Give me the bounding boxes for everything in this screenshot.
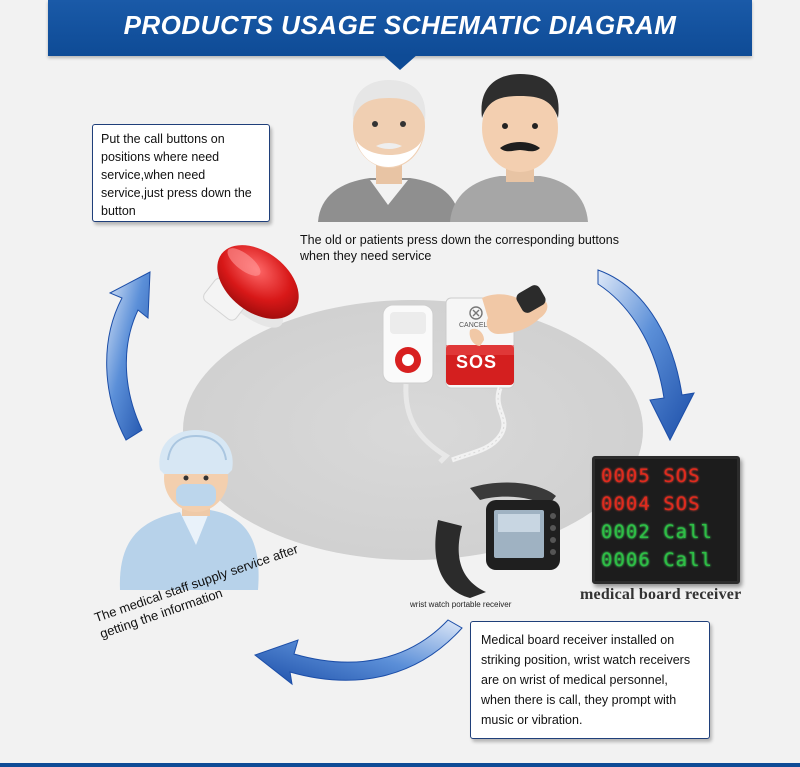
board-line-1: 0005 SOS bbox=[601, 463, 733, 489]
board-line-2-word: SOS bbox=[663, 493, 701, 515]
board-receiver-caption: medical board receiver bbox=[580, 586, 742, 603]
arrow-left-icon bbox=[106, 271, 151, 441]
patients-caption: The old or patients press down the corre… bbox=[300, 233, 619, 263]
wrist-watch-caption: wrist watch portable receiver bbox=[410, 600, 512, 609]
instruction-box-receivers: Medical board receiver installed on stri… bbox=[470, 621, 710, 739]
board-line-3-word: Call bbox=[663, 521, 713, 543]
board-line-4-code: 0006 bbox=[601, 549, 651, 571]
title-banner-pointer bbox=[382, 54, 418, 70]
red-call-button-icon bbox=[203, 245, 299, 328]
wrist-watch-receiver-icon bbox=[435, 482, 560, 598]
board-line-3: 0002 Call bbox=[601, 519, 733, 545]
cancel-label: CANCEL bbox=[459, 322, 488, 329]
led-board-receiver: 0005 SOS 0004 SOS 0002 Call 0006 Call bbox=[592, 456, 740, 584]
instruction-box-call-buttons: Put the call buttons on positions where … bbox=[92, 124, 270, 222]
arrow-right-icon bbox=[597, 269, 695, 442]
bottom-rule bbox=[0, 763, 800, 767]
board-line-4-word: Call bbox=[663, 549, 713, 571]
sos-label: SOS bbox=[456, 352, 498, 372]
patient-man-icon bbox=[450, 74, 588, 222]
diagram-title: PRODUCTS USAGE SCHEMATIC DIAGRAM bbox=[123, 10, 677, 40]
sos-wall-button-icon bbox=[445, 285, 548, 463]
board-line-3-code: 0002 bbox=[601, 521, 651, 543]
elderly-patient-icon bbox=[318, 80, 460, 222]
arrow-bottom-icon bbox=[253, 619, 463, 686]
medical-staff-icon bbox=[119, 430, 259, 590]
pull-cord-device-icon bbox=[382, 304, 451, 464]
board-line-1-word: SOS bbox=[663, 465, 701, 487]
board-line-2-code: 0004 bbox=[601, 493, 651, 515]
title-banner bbox=[48, 0, 752, 56]
board-line-1-code: 0005 bbox=[601, 465, 651, 487]
board-line-4: 0006 Call bbox=[601, 547, 733, 573]
board-line-2: 0004 SOS bbox=[601, 491, 733, 517]
